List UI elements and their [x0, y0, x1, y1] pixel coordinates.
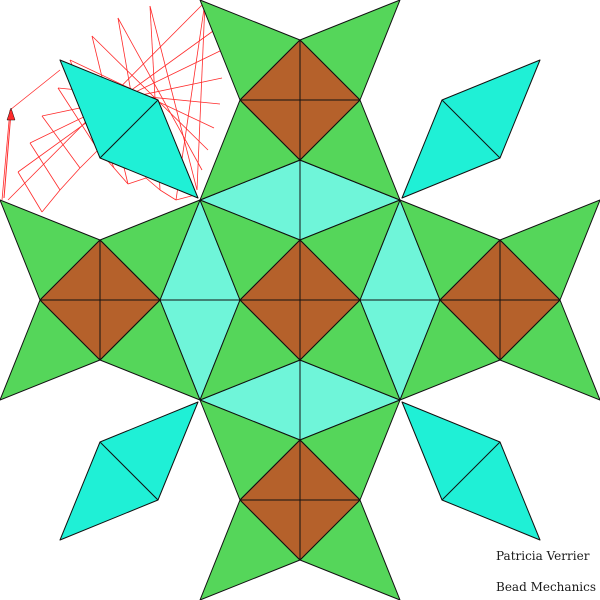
red-line	[9, 69, 61, 111]
red-line	[91, 35, 209, 151]
red-line	[117, 17, 203, 171]
red-arrow-icon	[3, 107, 16, 199]
red-line	[159, 189, 177, 201]
red-line	[196, 1, 206, 191]
red-line	[41, 189, 61, 213]
cyan-diamond-bottom-right-divider	[441, 441, 501, 501]
red-line	[57, 87, 99, 151]
red-line	[149, 5, 198, 191]
credit-author: Patricia Verrier	[496, 549, 590, 563]
red-line	[127, 177, 147, 185]
credit-title: Bead Mechanics	[496, 580, 597, 594]
red-line	[29, 142, 61, 191]
arrow-head	[6, 107, 16, 121]
cyan-diamond-top-right-divider	[441, 99, 501, 159]
red-line	[113, 167, 129, 185]
cyan-diamond-bottom-left-divider	[99, 441, 159, 501]
red-line	[59, 167, 81, 191]
red-line	[1, 109, 11, 201]
arrow-shaft	[3, 111, 12, 199]
red-line	[41, 115, 81, 169]
red-line	[79, 149, 99, 169]
red-line	[145, 177, 161, 191]
cyan-diamond-top-left-divider	[99, 99, 159, 159]
red-line	[17, 171, 43, 213]
